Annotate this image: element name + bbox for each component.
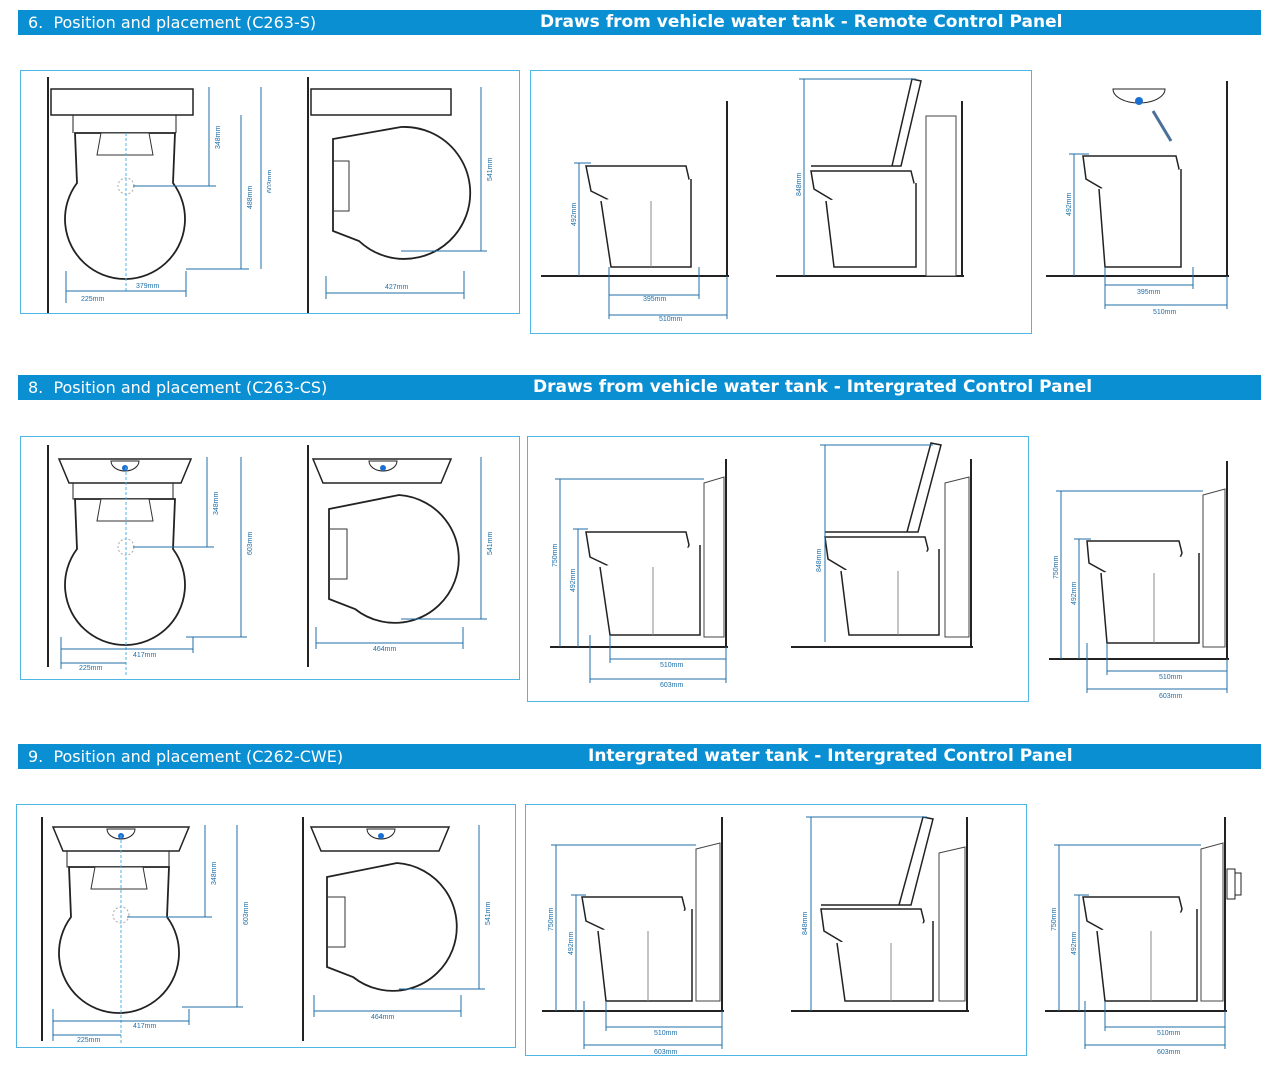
side-view-b: 848mm — [791, 816, 969, 1012]
side-view-a: 750mm 492mm 510mm 603mm — [542, 817, 724, 1055]
dim-width-510: 510mm — [659, 316, 683, 323]
dim-width-510: 510mm — [1159, 674, 1183, 681]
dim-height-603: 603mm — [247, 531, 254, 555]
side-view-panel: 750mm 492mm 510mm 603mm 848mm — [527, 436, 1029, 702]
section-number: 8. — [28, 378, 44, 397]
remote-side-view-panel: 492mm 395mm 510mm — [1040, 70, 1260, 334]
dim-height-488: 488mm — [247, 185, 254, 209]
integrated-side-view-panel: 750mm 492mm 510mm 603mm — [1040, 436, 1260, 702]
section-subtitle: Intergrated water tank - Intergrated Con… — [588, 746, 1073, 766]
side-view-a: 750mm 492mm 510mm 603mm — [550, 459, 728, 689]
dim-width-225: 225mm — [77, 1037, 101, 1044]
dim-height-750: 750mm — [548, 907, 555, 931]
dim-height-348: 348mm — [215, 125, 222, 149]
dim-width-417: 417mm — [133, 652, 157, 659]
dim-width-417: 417mm — [133, 1023, 157, 1030]
dim-width-225: 225mm — [79, 665, 103, 672]
side-view-c: 750mm 492mm 510mm 603mm — [1045, 817, 1242, 1055]
top-view-panel: 348mm 603mm 225mm 417mm 541mm 464mm — [20, 436, 520, 680]
section-subtitle: Draws from vehicle water tank - Intergra… — [533, 377, 1093, 397]
side-view-b: 848mm — [791, 442, 973, 648]
dim-width-603: 603mm — [1159, 693, 1183, 700]
side-view-c: 750mm 492mm 510mm 603mm — [1049, 461, 1229, 700]
dim-height-848: 848mm — [796, 172, 803, 196]
side-view-b: 848mm — [776, 78, 964, 277]
side-view-panel: 492mm 395mm 510mm 848mm — [530, 70, 1032, 334]
section-number: 6. — [28, 13, 44, 32]
dim-height-603: 603mm — [243, 901, 250, 925]
dim-height-541: 541mm — [487, 157, 494, 181]
dim-height-348: 348mm — [211, 861, 218, 885]
dim-width-510: 510mm — [660, 662, 684, 669]
side-view-c: 492mm 395mm 510mm — [1046, 81, 1229, 316]
top-view-a: 348mm 488mm 603mm 225mm 379mm — [47, 77, 271, 313]
dim-width-225: 225mm — [81, 296, 105, 303]
dim-height-848: 848mm — [816, 548, 823, 572]
top-view-panel: 348mm 603mm 225mm 417mm 541mm 464mm — [16, 804, 516, 1048]
dim-height-492: 492mm — [1071, 581, 1078, 605]
top-view-b: 541mm 427mm — [307, 77, 494, 313]
dim-width-510: 510mm — [654, 1030, 678, 1037]
dim-width-603: 603mm — [1157, 1049, 1181, 1055]
dim-width-510: 510mm — [1157, 1030, 1181, 1037]
top-view-panel: 348mm 488mm 603mm 225mm 379mm 541mm 427m… — [20, 70, 520, 314]
dim-height-541: 541mm — [487, 531, 494, 555]
dim-height-492: 492mm — [1071, 931, 1078, 955]
section-subtitle: Draws from vehicle water tank - Remote C… — [540, 12, 1063, 32]
section-header-8: 8. Position and placement (C263-CS) Draw… — [18, 375, 1261, 400]
dim-height-750: 750mm — [552, 543, 559, 567]
dim-height-541: 541mm — [485, 901, 492, 925]
dim-height-492: 492mm — [568, 931, 575, 955]
dim-width-395: 395mm — [1137, 289, 1161, 296]
section-header-6: 6. Position and placement (C263-S) Draws… — [18, 10, 1261, 35]
integrated-tank-side-view-panel: 750mm 492mm 510mm 603mm — [1038, 804, 1260, 1056]
dim-width-427: 427mm — [385, 284, 409, 291]
dim-width-379: 379mm — [136, 283, 160, 290]
section-title: Position and placement (C262-CWE) — [53, 747, 344, 766]
top-view-b: 541mm 464mm — [307, 445, 494, 667]
side-view-a: 492mm 395mm 510mm — [541, 101, 729, 323]
dim-height-750: 750mm — [1053, 555, 1060, 579]
dim-height-492: 492mm — [1066, 192, 1073, 216]
dim-width-464: 464mm — [371, 1014, 395, 1021]
dim-height-348: 348mm — [213, 491, 220, 515]
side-view-panel: 750mm 492mm 510mm 603mm 848mm — [525, 804, 1027, 1056]
top-view-a: 348mm 603mm 225mm 417mm — [41, 817, 250, 1045]
top-view-b: 541mm 464mm — [302, 817, 492, 1041]
section-header-9: 9. Position and placement (C262-CWE) Int… — [18, 744, 1261, 769]
dim-height-492: 492mm — [570, 568, 577, 592]
top-view-a: 348mm 603mm 225mm 417mm — [47, 445, 254, 677]
dim-width-603: 603mm — [654, 1049, 678, 1055]
section-title: Position and placement (C263-CS) — [53, 378, 328, 397]
dim-width-395: 395mm — [643, 296, 667, 303]
dim-width-603: 603mm — [660, 682, 684, 689]
section-number: 9. — [28, 747, 44, 766]
dim-height-750: 750mm — [1051, 907, 1058, 931]
dim-height-848: 848mm — [802, 911, 809, 935]
dim-height-603: 603mm — [267, 169, 271, 193]
dim-width-510: 510mm — [1153, 309, 1177, 316]
dim-width-464: 464mm — [373, 646, 397, 653]
section-title: Position and placement (C263-S) — [53, 13, 317, 32]
dim-height-492: 492mm — [571, 202, 578, 226]
